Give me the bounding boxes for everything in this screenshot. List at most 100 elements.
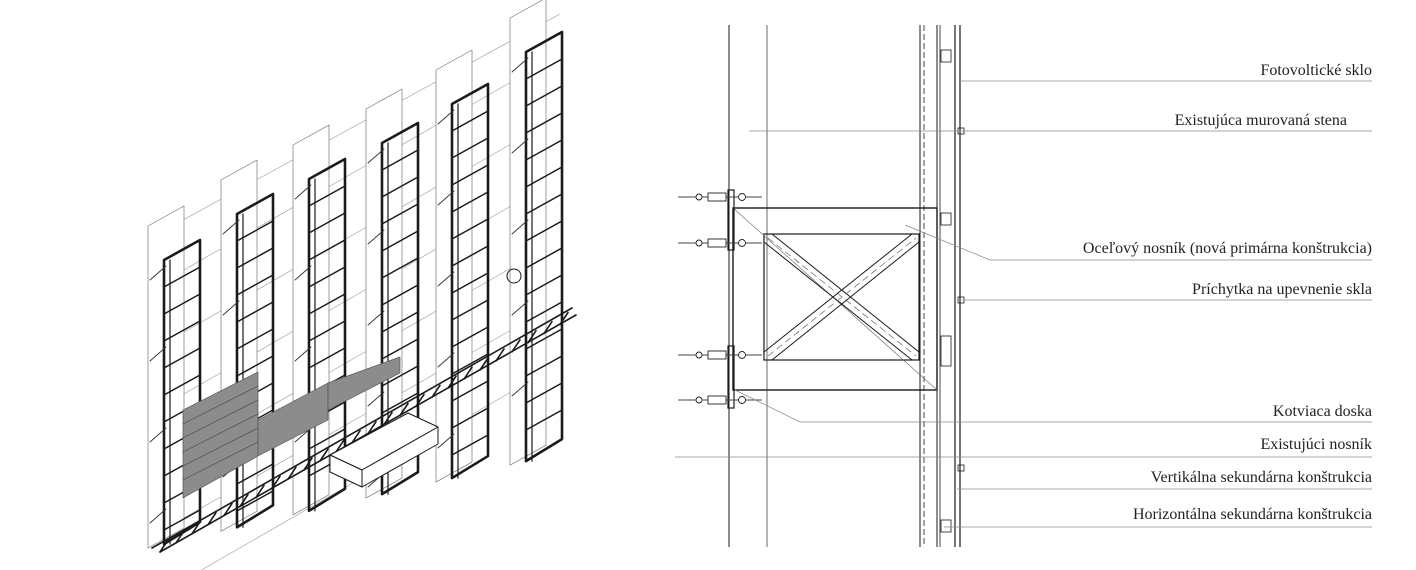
label-glass-clip: Príchytka na upevnenie skla xyxy=(1192,281,1372,298)
clip-block xyxy=(940,519,952,533)
pv-panel-seam xyxy=(182,413,259,453)
frame-rung xyxy=(163,320,201,342)
label-steel-beam: Oceľový nosník (nová primárna konštrukci… xyxy=(1083,240,1372,257)
frame-rung xyxy=(308,185,346,207)
frame-rung xyxy=(236,274,274,296)
frame-rung xyxy=(236,301,274,323)
steel-beam-web xyxy=(763,233,920,361)
frame-rung xyxy=(163,293,201,315)
frame-rung xyxy=(525,193,563,215)
frame-rung xyxy=(525,409,563,431)
bolt-head xyxy=(738,396,746,404)
base-lattice xyxy=(319,448,329,462)
frame-rung xyxy=(236,355,274,377)
frame-rung xyxy=(451,245,489,267)
base-lattice xyxy=(175,530,185,544)
frame-rung xyxy=(451,164,489,186)
strut xyxy=(437,271,455,287)
top-edge-line xyxy=(149,13,561,239)
base-lattice xyxy=(527,329,537,344)
back-panel xyxy=(147,205,185,549)
frame-rung xyxy=(525,139,563,161)
frame-rung xyxy=(451,218,489,240)
frame-rung xyxy=(525,382,563,404)
frame-rung xyxy=(525,58,563,80)
facade-column xyxy=(509,0,564,466)
base-lattice xyxy=(367,420,377,435)
strut xyxy=(511,381,529,397)
base-lattice xyxy=(383,411,393,426)
strut xyxy=(511,138,529,154)
frame-rung xyxy=(525,355,563,377)
bolt-nut xyxy=(707,395,727,405)
bolt-head xyxy=(738,239,746,247)
strut xyxy=(294,265,312,281)
base-lattice xyxy=(447,375,457,390)
label-vertical-secondary: Vertikálna sekundárna konštrukcia xyxy=(1151,469,1372,486)
block-right xyxy=(361,426,439,488)
frame-rung xyxy=(451,353,489,375)
bolt-nut xyxy=(707,192,727,202)
frame-rung xyxy=(525,301,563,323)
bolt-washer xyxy=(695,239,703,247)
frame-rung xyxy=(381,284,419,306)
frame-rung xyxy=(236,490,274,512)
anchor-plate-bottom xyxy=(727,345,735,409)
strut xyxy=(437,109,455,125)
base-lattice xyxy=(191,520,201,535)
base-lattice xyxy=(223,502,233,517)
base-lattice xyxy=(255,484,265,499)
frame-rung xyxy=(525,85,563,107)
facade-column xyxy=(220,159,275,532)
base-lattice xyxy=(271,475,281,490)
strut xyxy=(222,219,240,235)
base-lattice xyxy=(495,348,505,362)
frame-rung xyxy=(451,299,489,321)
facade-column xyxy=(435,49,490,483)
base-truss xyxy=(151,307,577,553)
back-panel xyxy=(509,0,547,466)
label-pv-glass: Fotovoltické sklo xyxy=(1260,62,1372,79)
label-existing-beam: Existujúci nosník xyxy=(1260,436,1372,453)
frame-rung xyxy=(163,266,201,288)
frame-rung xyxy=(525,328,563,350)
base-lattice xyxy=(303,457,313,471)
pv-panel xyxy=(327,356,401,411)
detail-marker xyxy=(506,268,522,284)
base-lattice xyxy=(159,539,169,553)
frame-rung xyxy=(525,247,563,269)
strut xyxy=(511,219,529,235)
pv-panels xyxy=(182,356,401,499)
pv-panel-seam xyxy=(182,441,259,481)
frame-rung xyxy=(308,239,346,261)
anchor-bolts xyxy=(678,192,762,405)
strut xyxy=(367,148,385,164)
frame-rung xyxy=(381,149,419,171)
frame-rung xyxy=(381,257,419,279)
frame-rung xyxy=(308,266,346,288)
section-detail-view xyxy=(675,25,1372,547)
anchor-plate-top xyxy=(727,189,735,251)
frame-outline xyxy=(450,82,490,480)
bolt-washer xyxy=(695,396,703,404)
strut xyxy=(149,508,167,524)
strut xyxy=(149,265,167,281)
facade-column xyxy=(147,205,202,549)
pv-panel-seam xyxy=(182,399,259,439)
frame-rung xyxy=(525,274,563,296)
frame-rung xyxy=(163,374,201,396)
bolt-head xyxy=(738,193,746,201)
frame-rung xyxy=(236,328,274,350)
frame-rung xyxy=(236,247,274,269)
bolt-washer xyxy=(695,193,703,201)
strut xyxy=(437,352,455,368)
cross-bracing xyxy=(763,233,920,361)
frame-rung xyxy=(525,166,563,188)
frame-rung xyxy=(451,407,489,429)
bolt-head xyxy=(738,351,746,359)
base-lattice xyxy=(399,402,409,417)
frame-rung xyxy=(308,212,346,234)
frame-rung xyxy=(308,320,346,342)
frame-rung xyxy=(236,220,274,242)
